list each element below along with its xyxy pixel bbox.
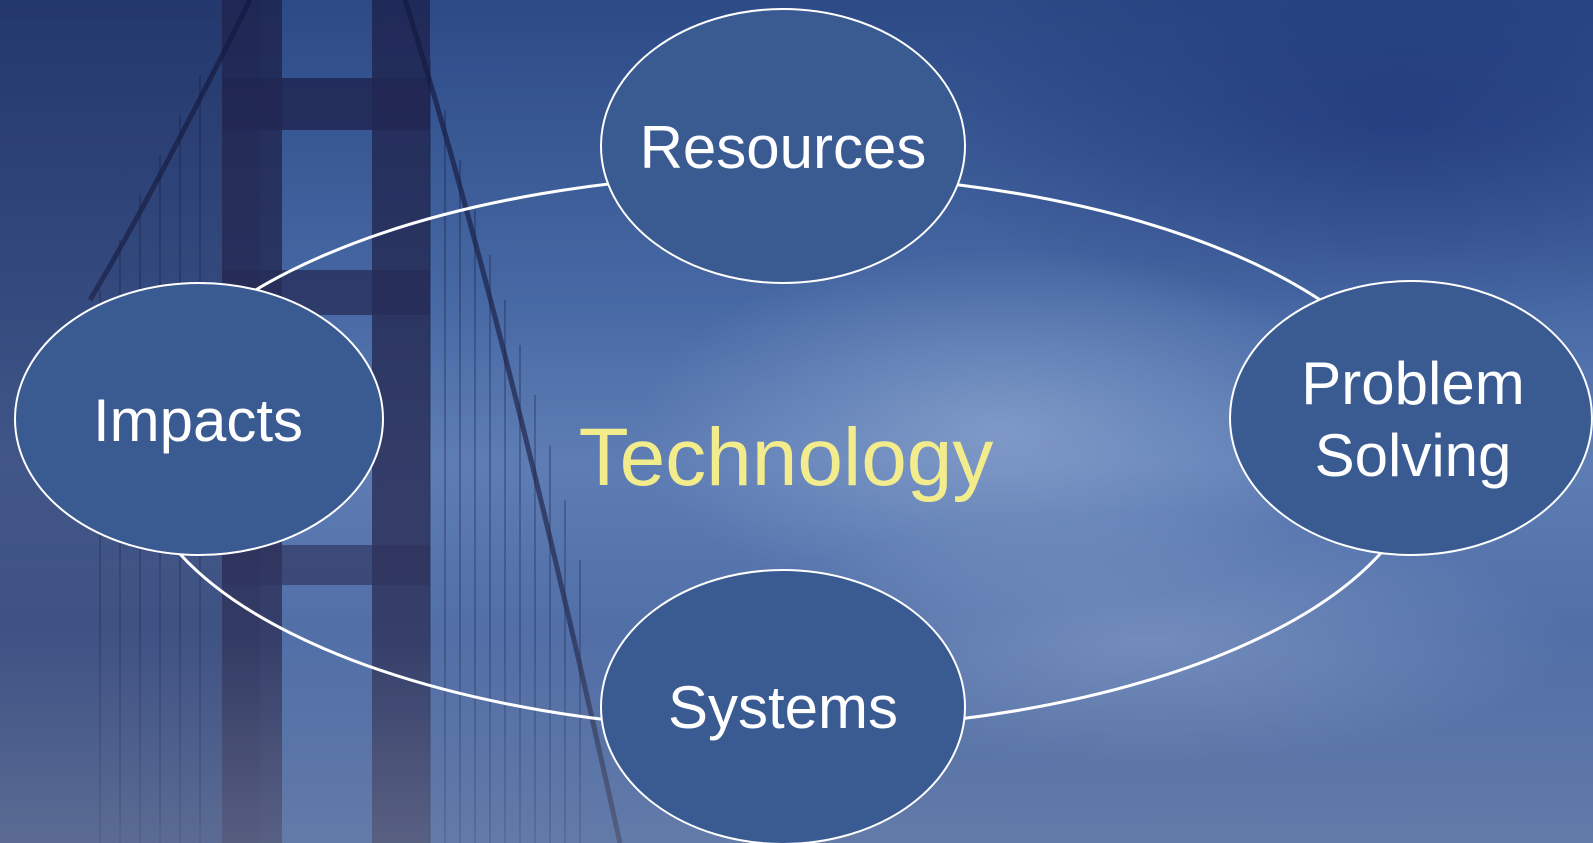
node-resources-label: Resources bbox=[639, 114, 927, 181]
node-impacts-shape[interactable] bbox=[14, 282, 384, 556]
node-problem-solving-shape[interactable] bbox=[1229, 280, 1593, 556]
node-problem-solving-label: Problem Solving bbox=[1301, 350, 1525, 489]
node-impacts-label: Impacts bbox=[92, 387, 304, 454]
node-resources-shape[interactable] bbox=[600, 8, 966, 284]
node-systems-shape[interactable] bbox=[600, 569, 966, 843]
node-systems-label: Systems bbox=[667, 674, 899, 741]
center-label-technology: Technology bbox=[578, 412, 994, 503]
